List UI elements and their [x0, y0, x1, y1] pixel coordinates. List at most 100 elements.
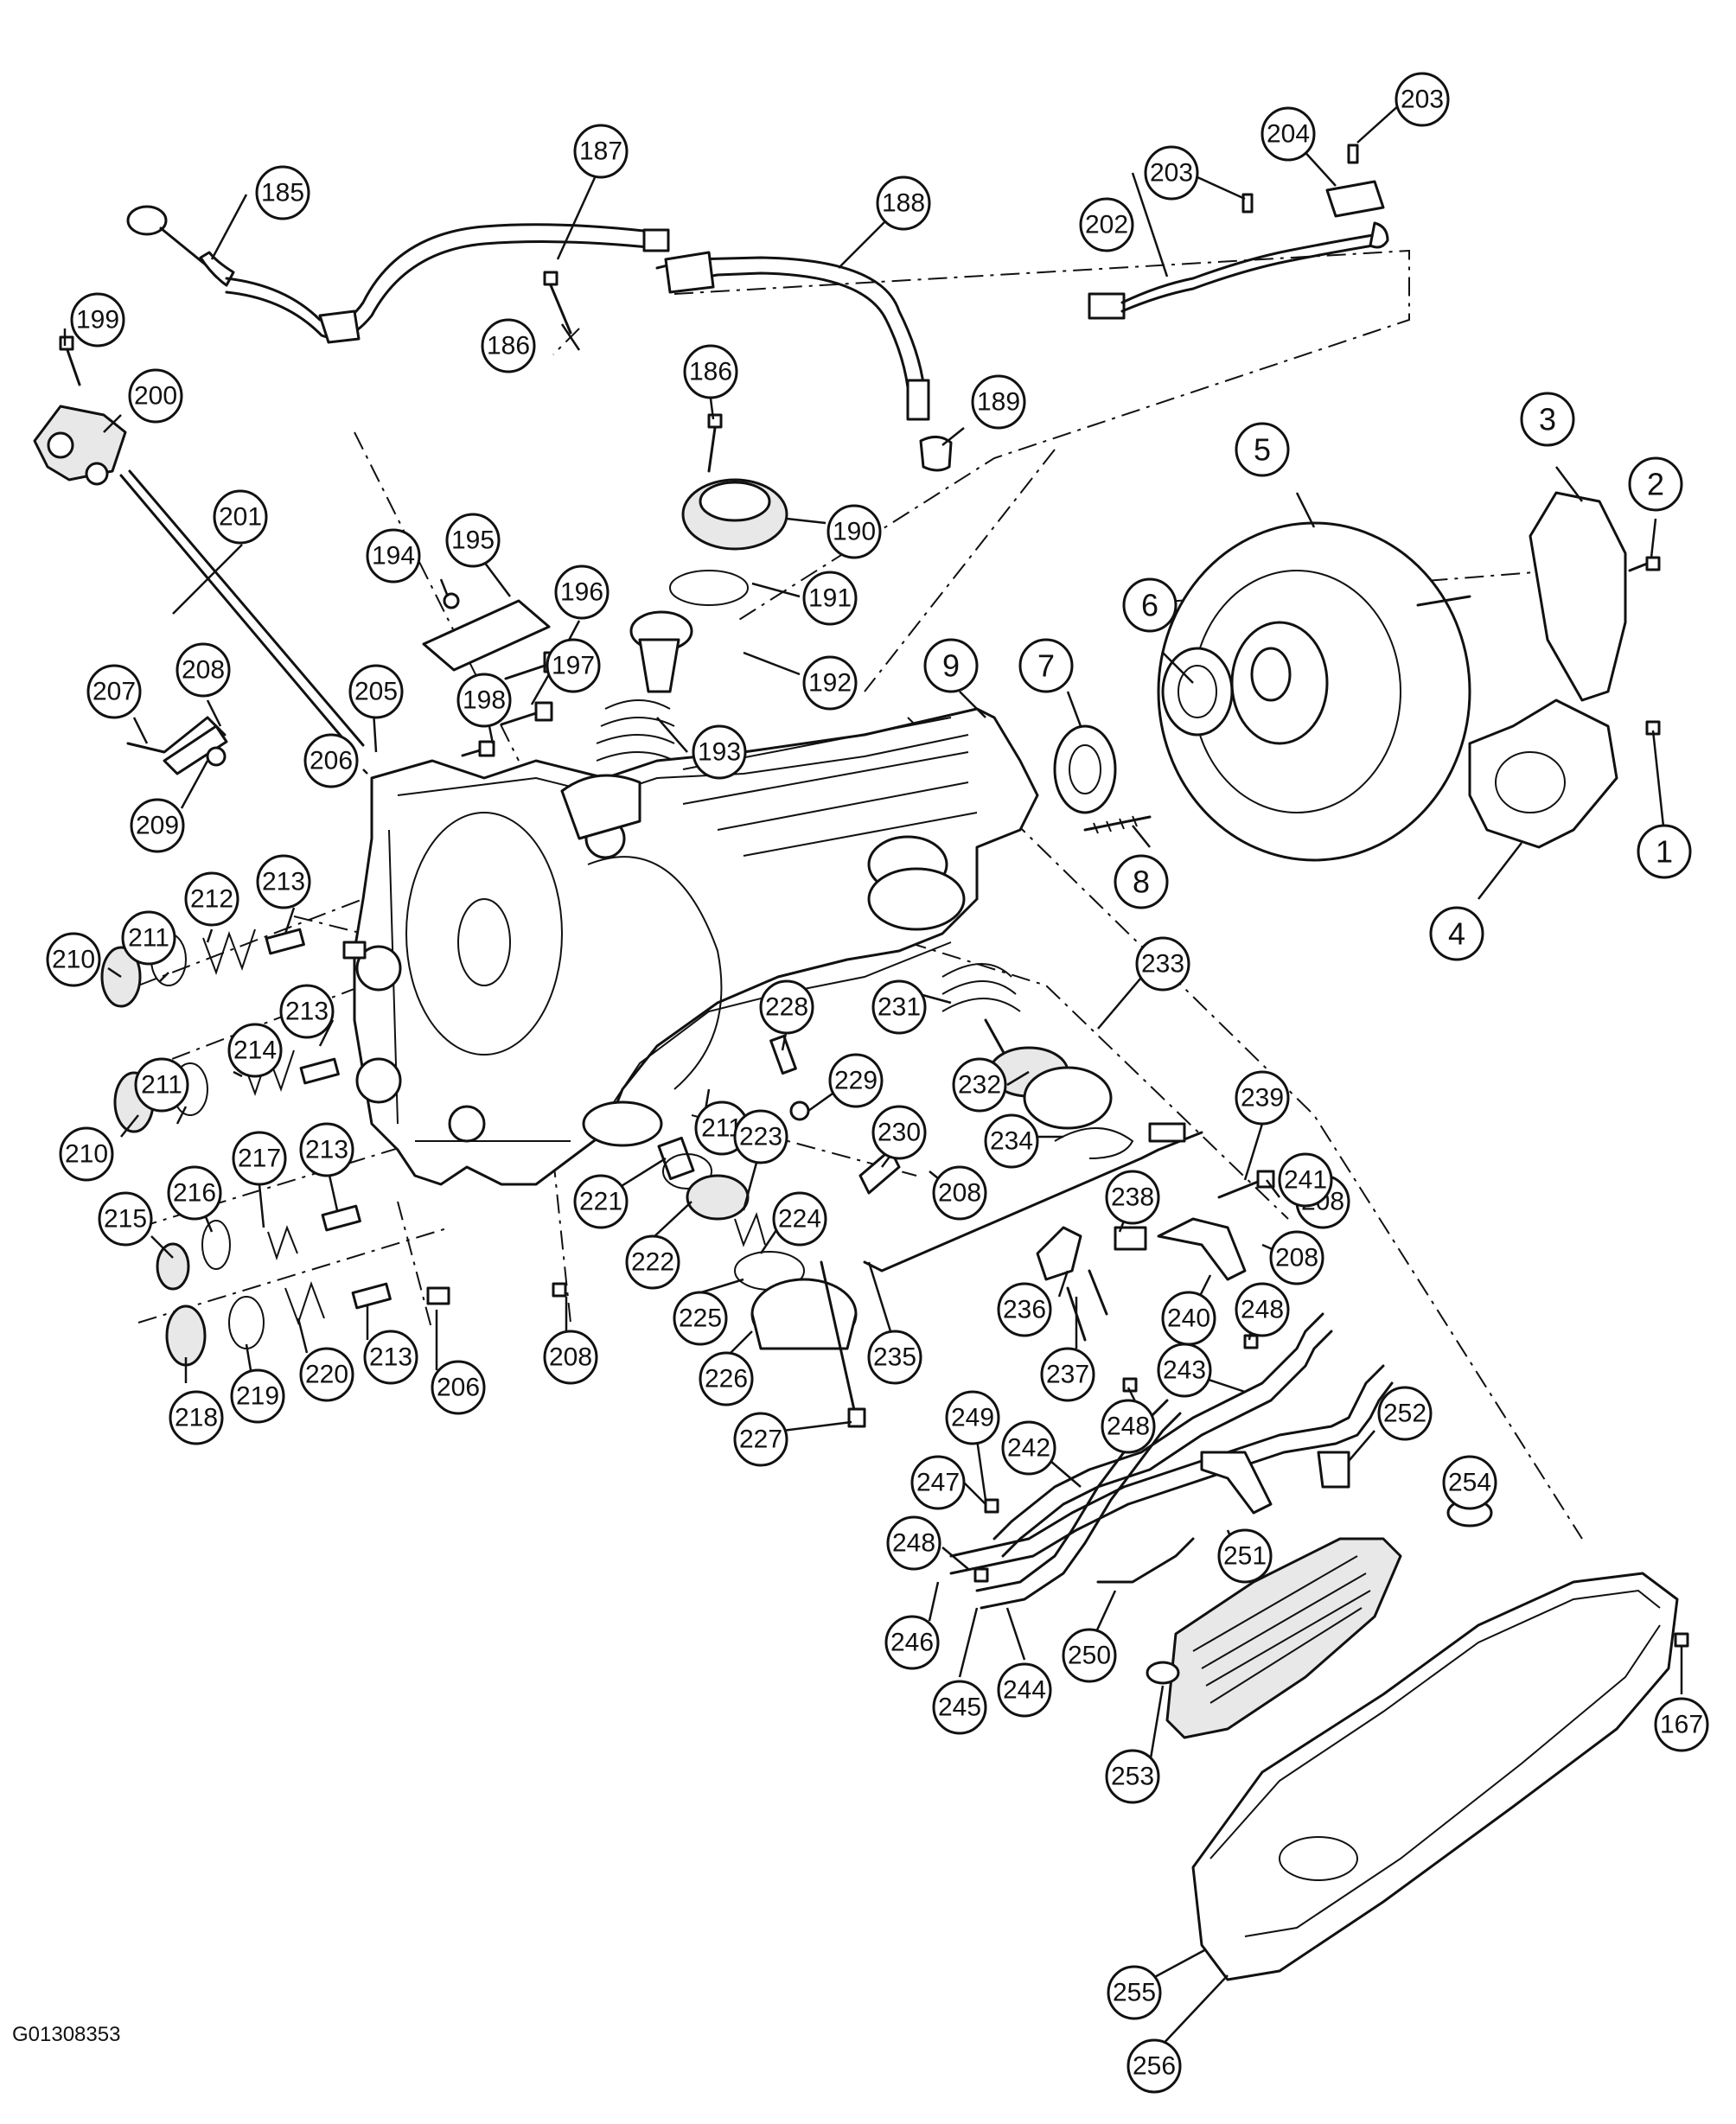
svg-text:219: 219 [236, 1382, 279, 1411]
svg-text:213: 213 [305, 1136, 348, 1164]
svg-text:1: 1 [1656, 834, 1673, 870]
callout: 246 [884, 1615, 940, 1670]
svg-text:200: 200 [134, 382, 177, 411]
svg-text:9: 9 [942, 648, 960, 684]
svg-text:202: 202 [1085, 211, 1128, 239]
svg-text:243: 243 [1163, 1356, 1206, 1385]
callout: 6 [1122, 577, 1178, 633]
callout: 250 [1062, 1628, 1117, 1683]
callout: 213 [299, 1122, 354, 1177]
callout: 211 [134, 1057, 189, 1113]
svg-text:244: 244 [1003, 1676, 1046, 1705]
svg-text:229: 229 [834, 1067, 878, 1095]
svg-text:237: 237 [1046, 1361, 1089, 1389]
svg-text:248: 248 [892, 1529, 935, 1558]
callout: 209 [130, 798, 185, 853]
callout: 248 [886, 1515, 941, 1571]
callout: 200 [128, 368, 183, 424]
svg-text:203: 203 [1401, 86, 1444, 114]
callout: 206 [431, 1360, 486, 1415]
svg-text:185: 185 [261, 179, 304, 207]
callout: 207 [86, 664, 142, 719]
svg-text:186: 186 [689, 358, 732, 386]
callout: 7 [1018, 638, 1074, 693]
svg-text:197: 197 [552, 652, 595, 680]
svg-text:190: 190 [833, 518, 876, 546]
svg-text:208: 208 [1275, 1244, 1318, 1272]
callout: 227 [733, 1412, 788, 1467]
callout: 201 [213, 489, 268, 545]
callout: 249 [945, 1390, 1000, 1445]
callout: 243 [1157, 1343, 1212, 1398]
callout: 213 [363, 1330, 418, 1385]
svg-text:199: 199 [76, 306, 119, 335]
svg-text:246: 246 [890, 1629, 934, 1657]
callout: 251 [1217, 1528, 1273, 1584]
callout: 186 [481, 318, 536, 373]
callout: 4 [1429, 906, 1484, 961]
accumulator [596, 413, 788, 762]
callout: 220 [299, 1347, 354, 1402]
callout: 219 [230, 1368, 285, 1424]
svg-text:210: 210 [52, 946, 95, 974]
svg-text:211: 211 [141, 1071, 182, 1100]
svg-text:241: 241 [1284, 1166, 1327, 1195]
callout: 206 [303, 733, 359, 788]
plate-4 [1468, 698, 1618, 849]
svg-text:255: 255 [1113, 1979, 1156, 2007]
svg-text:208: 208 [549, 1343, 592, 1372]
svg-text:220: 220 [305, 1361, 348, 1389]
callout: 231 [871, 979, 927, 1035]
svg-text:213: 213 [369, 1343, 412, 1372]
callout: 208 [543, 1330, 598, 1385]
svg-text:251: 251 [1223, 1542, 1267, 1571]
svg-text:213: 213 [285, 998, 329, 1026]
callout: 197 [546, 638, 601, 693]
svg-text:223: 223 [739, 1123, 782, 1151]
svg-text:187: 187 [579, 137, 622, 166]
svg-text:206: 206 [310, 747, 353, 775]
callout: 255 [1107, 1965, 1162, 2020]
callout: 190 [827, 504, 882, 559]
svg-text:7: 7 [1037, 648, 1055, 684]
label-195 [422, 592, 551, 672]
spring-8 [1083, 815, 1152, 834]
leader-lines [63, 103, 1683, 2050]
svg-text:207: 207 [93, 678, 136, 706]
svg-text:4: 4 [1448, 916, 1465, 952]
svg-text:196: 196 [560, 578, 603, 607]
callout: 225 [673, 1291, 728, 1346]
svg-text:5: 5 [1254, 432, 1271, 468]
callout: 244 [997, 1662, 1052, 1718]
callout: 248 [1235, 1282, 1290, 1337]
svg-text:191: 191 [808, 584, 852, 613]
callout: 208 [1269, 1230, 1324, 1285]
svg-text:245: 245 [938, 1693, 981, 1722]
callout: 2 [1628, 456, 1683, 512]
svg-text:217: 217 [238, 1145, 281, 1173]
callout: 193 [692, 724, 747, 780]
svg-text:225: 225 [679, 1304, 722, 1333]
svg-text:2: 2 [1647, 467, 1664, 502]
svg-text:213: 213 [262, 868, 305, 896]
svg-text:254: 254 [1448, 1469, 1491, 1497]
svg-text:203: 203 [1150, 159, 1193, 188]
svg-text:186: 186 [487, 332, 530, 360]
callout: 187 [573, 124, 629, 179]
callout: 226 [699, 1351, 754, 1406]
callout: 247 [910, 1455, 966, 1510]
svg-text:192: 192 [808, 669, 852, 698]
svg-text:214: 214 [233, 1036, 277, 1065]
svg-text:228: 228 [765, 993, 808, 1022]
callout: 191 [802, 571, 858, 626]
dipstick [126, 205, 235, 287]
callout: 194 [366, 528, 421, 584]
callout: 218 [169, 1390, 224, 1445]
svg-text:210: 210 [65, 1140, 108, 1169]
callout: 212 [184, 871, 239, 927]
callout: 235 [867, 1330, 922, 1385]
callout: 208 [176, 642, 231, 698]
svg-text:235: 235 [873, 1343, 916, 1372]
callout: 188 [876, 175, 931, 231]
svg-text:201: 201 [219, 503, 262, 532]
